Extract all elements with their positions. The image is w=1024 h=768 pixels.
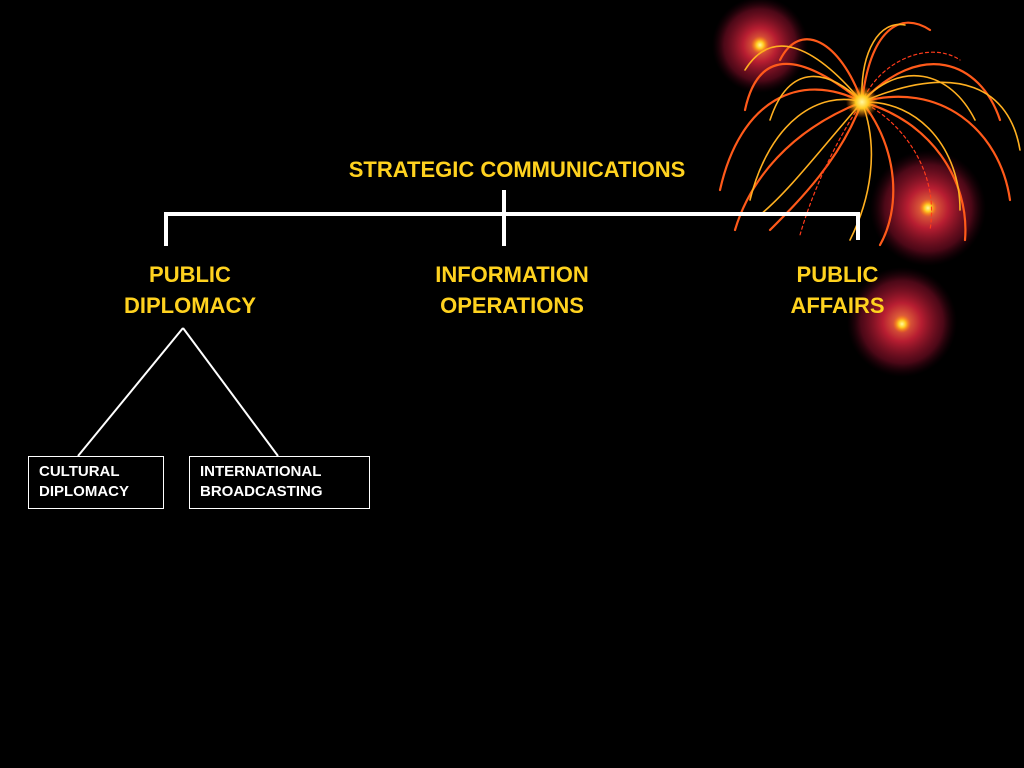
box-label-line: BROADCASTING — [200, 483, 323, 500]
box-label-line: DIPLOMACY — [39, 483, 129, 500]
firework-burst-icon — [712, 0, 1021, 377]
box-cultural-diplomacy: CULTURAL DIPLOMACY — [28, 456, 164, 509]
node-label-line: OPERATIONS — [440, 293, 584, 318]
node-public-affairs: PUBLIC AFFAIRS — [755, 259, 920, 321]
node-label-line: DIPLOMACY — [124, 293, 256, 318]
diplomacy-right-branch — [182, 327, 279, 457]
node-label-line: PUBLIC — [796, 262, 879, 287]
node-information-operations: INFORMATION OPERATIONS — [402, 259, 622, 321]
chart-title: STRATEGIC COMMUNICATIONS — [348, 157, 686, 182]
node-label-line: INFORMATION — [435, 262, 589, 287]
diplomacy-left-branch — [77, 327, 184, 457]
box-label-line: CULTURAL — [39, 463, 120, 480]
box-label-line: INTERNATIONAL — [200, 463, 322, 480]
node-label-line: PUBLIC — [149, 262, 231, 287]
node-label-line: AFFAIRS — [790, 293, 885, 318]
box-international-broadcasting: INTERNATIONAL BROADCASTING — [189, 456, 370, 509]
node-public-diplomacy: PUBLIC DIPLOMACY — [90, 259, 290, 321]
